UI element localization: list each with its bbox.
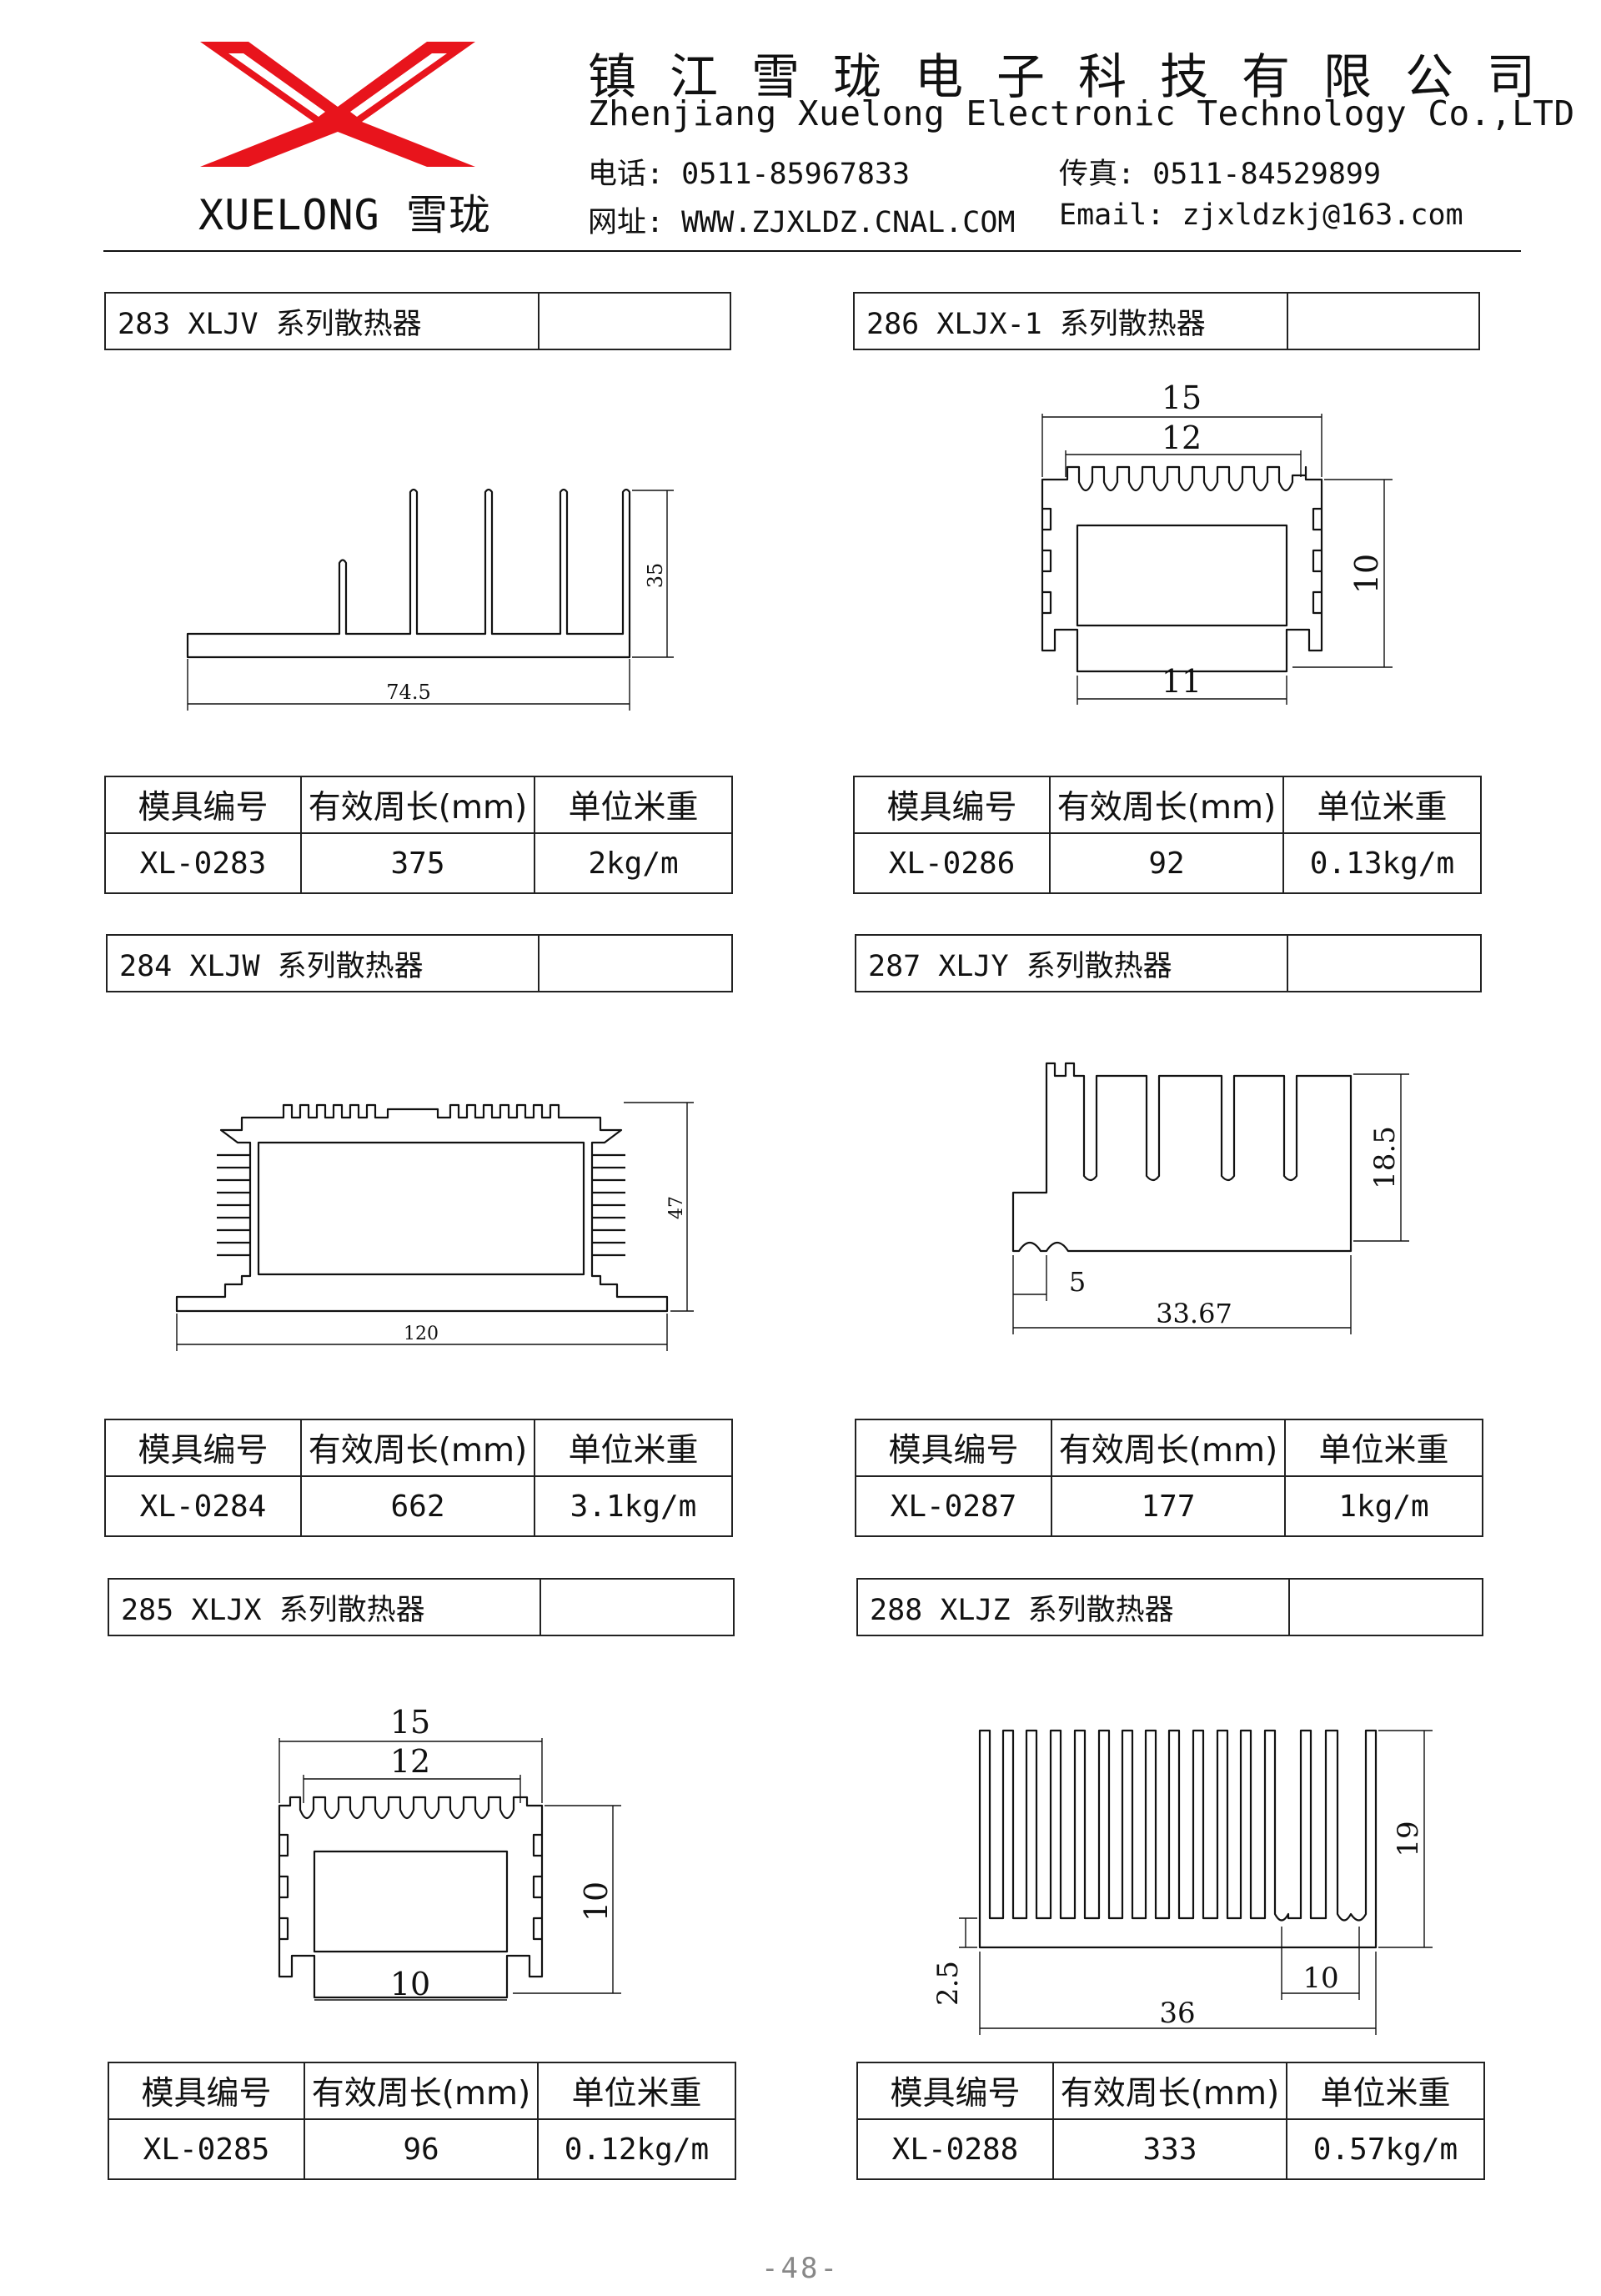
dim-inner-width: 12 xyxy=(390,1743,430,1780)
dim-slot: 10 xyxy=(1302,1962,1338,1995)
spec-table-288: 模具编号 有效周长(mm) 单位米重 XL-0288 333 0.57kg/m xyxy=(856,2062,1485,2180)
drawing-287: 18.5 5 33.67 xyxy=(1011,1062,1409,1334)
dim-width: 33.67 xyxy=(1156,1298,1232,1329)
dim-height: 10 xyxy=(578,1882,615,1922)
dim-base: 2.5 xyxy=(931,1961,965,2006)
weight-value: 0.13kg/m xyxy=(1282,832,1482,894)
drawing-283: 74.5 35 xyxy=(186,488,674,711)
dim-height: 18.5 xyxy=(1368,1126,1402,1189)
mold-number: XL-0284 xyxy=(104,1475,302,1537)
product-title-287: 287 XLJY 系列散热器 xyxy=(855,934,1482,992)
dim-foot: 5 xyxy=(1069,1266,1086,1298)
company-name-cn: 镇江雪珑电子科技有限公司 xyxy=(588,48,1569,105)
phone: 电话: 0511-85967833 xyxy=(588,158,911,191)
website: 网址: WWW.ZJXLDZ.CNAL.COM xyxy=(588,206,1016,239)
spec-table-287: 模具编号 有效周长(mm) 单位米重 XL-0287 177 1kg/m xyxy=(855,1419,1483,1537)
header-mold: 模具编号 xyxy=(108,2062,305,2120)
weight-value: 0.57kg/m xyxy=(1286,2118,1485,2180)
product-title-284: 284 XLJW 系列散热器 xyxy=(106,934,733,992)
product-title-286: 286 XLJX-1 系列散热器 xyxy=(853,292,1480,350)
drawing-288: 19 2.5 10 36 xyxy=(931,1729,1433,2035)
product-title-text: 283 XLJV 系列散热器 xyxy=(106,294,540,349)
header-weight: 单位米重 xyxy=(1282,776,1482,834)
header-perimeter: 有效周长(mm) xyxy=(300,1419,535,1477)
product-title-text: 284 XLJW 系列散热器 xyxy=(108,936,540,991)
company-logo-icon xyxy=(200,42,475,167)
header-perimeter: 有效周长(mm) xyxy=(1052,2062,1287,2120)
spec-table-284: 模具编号 有效周长(mm) 单位米重 XL-0284 662 3.1kg/m xyxy=(104,1419,733,1537)
email: Email: zjxldzkj@163.com xyxy=(1059,198,1463,232)
dim-width: 120 xyxy=(404,1324,439,1344)
header-weight: 单位米重 xyxy=(1284,1419,1483,1477)
dim-outer-width: 15 xyxy=(1162,379,1202,416)
perimeter-value: 333 xyxy=(1052,2118,1287,2180)
header-perimeter: 有效周长(mm) xyxy=(1049,776,1284,834)
header-perimeter: 有效周长(mm) xyxy=(304,2062,539,2120)
dim-width: 36 xyxy=(1159,1997,1195,2030)
dim-height: 19 xyxy=(1392,1821,1425,1856)
header-divider xyxy=(103,250,1521,252)
mold-number: XL-0288 xyxy=(856,2118,1054,2180)
weight-value: 0.12kg/m xyxy=(537,2118,736,2180)
product-title-text: 285 XLJX 系列散热器 xyxy=(109,1580,541,1635)
weight-value: 2kg/m xyxy=(534,832,733,894)
product-title-283: 283 XLJV 系列散热器 xyxy=(104,292,731,350)
perimeter-value: 96 xyxy=(304,2118,539,2180)
page-number: -48- xyxy=(761,2252,840,2285)
product-title-text: 287 XLJY 系列散热器 xyxy=(856,936,1288,991)
perimeter-value: 177 xyxy=(1051,1475,1286,1537)
perimeter-value: 662 xyxy=(300,1475,535,1537)
perimeter-value: 375 xyxy=(300,832,535,894)
weight-value: 1kg/m xyxy=(1284,1475,1483,1537)
mold-number: XL-0283 xyxy=(104,832,302,894)
dim-height: 35 xyxy=(644,563,667,589)
dim-width: 74.5 xyxy=(386,681,430,704)
spec-table-283: 模具编号 有效周长(mm) 单位米重 XL-0283 375 2kg/m xyxy=(104,776,733,894)
header-mold: 模具编号 xyxy=(856,2062,1054,2120)
header-weight: 单位米重 xyxy=(534,1419,733,1477)
header-mold: 模具编号 xyxy=(855,1419,1052,1477)
header-weight: 单位米重 xyxy=(1286,2062,1485,2120)
drawing-286: 15 12 10 11 xyxy=(1041,379,1393,705)
mold-number: XL-0287 xyxy=(855,1475,1052,1537)
drawing-284: 120 47 xyxy=(175,1102,694,1351)
spec-table-285: 模具编号 有效周长(mm) 单位米重 XL-0285 96 0.12kg/m xyxy=(108,2062,736,2180)
perimeter-value: 92 xyxy=(1049,832,1284,894)
dim-base-width: 10 xyxy=(390,1966,430,2002)
header-weight: 单位米重 xyxy=(537,2062,736,2120)
header-perimeter: 有效周长(mm) xyxy=(300,776,535,834)
mold-number: XL-0286 xyxy=(853,832,1051,894)
header-perimeter: 有效周长(mm) xyxy=(1051,1419,1286,1477)
header-mold: 模具编号 xyxy=(104,1419,302,1477)
product-title-288: 288 XLJZ 系列散热器 xyxy=(856,1578,1483,1636)
dim-outer-width: 15 xyxy=(390,1704,430,1741)
mold-number: XL-0285 xyxy=(108,2118,305,2180)
product-title-285: 285 XLJX 系列散热器 xyxy=(108,1578,735,1636)
header-mold: 模具编号 xyxy=(853,776,1051,834)
dim-height: 47 xyxy=(666,1196,687,1219)
product-title-text: 286 XLJX-1 系列散热器 xyxy=(855,294,1288,349)
dim-height: 10 xyxy=(1348,554,1385,594)
fax: 传真: 0511-84529899 xyxy=(1059,158,1382,191)
header-mold: 模具编号 xyxy=(104,776,302,834)
spec-table-286: 模具编号 有效周长(mm) 单位米重 XL-0286 92 0.13kg/m xyxy=(853,776,1482,894)
header-weight: 单位米重 xyxy=(534,776,733,834)
logo-text: XUELONG 雪珑 xyxy=(198,191,491,239)
dim-base-width: 11 xyxy=(1162,663,1202,700)
dim-inner-width: 12 xyxy=(1162,420,1202,456)
product-title-text: 288 XLJZ 系列散热器 xyxy=(858,1580,1290,1635)
weight-value: 3.1kg/m xyxy=(534,1475,733,1537)
drawing-285: 15 12 10 10 xyxy=(278,1704,621,2002)
company-name-en: Zhenjiang Xuelong Electronic Technology … xyxy=(588,93,1575,133)
